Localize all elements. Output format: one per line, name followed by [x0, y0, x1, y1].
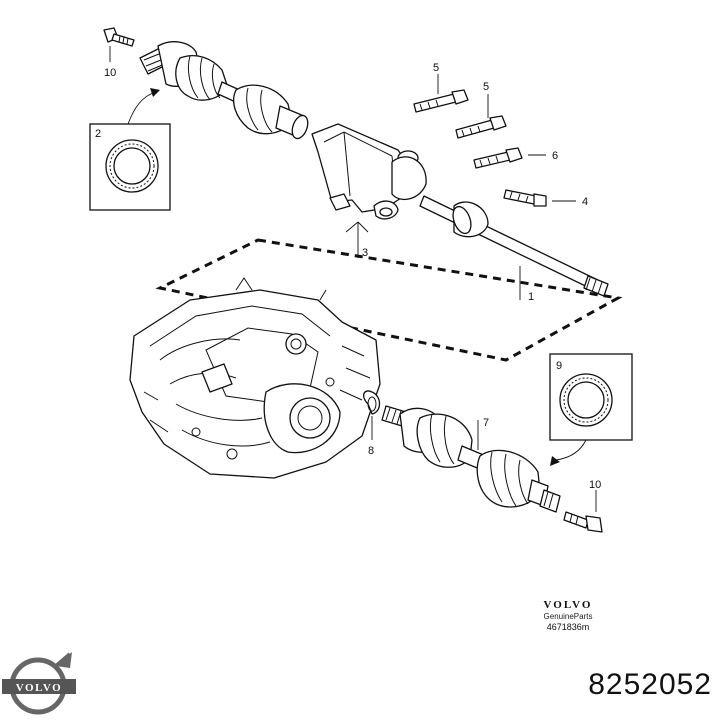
upper-drive-shaft — [139, 41, 309, 140]
callout-9: 9 — [556, 360, 562, 372]
callout-2: 2 — [95, 128, 101, 140]
callout-7: 7 — [483, 417, 489, 429]
callout-3: 3 — [362, 247, 368, 259]
bolts-5-6-4 — [413, 89, 547, 207]
genuine-parts-text: GenuineParts — [543, 612, 593, 621]
callout-5a: 5 — [433, 62, 439, 74]
circlip-8 — [362, 390, 381, 415]
catalog-code: 4671836m — [546, 622, 590, 632]
callout-1: 1 — [528, 291, 534, 303]
inset-box-9 — [549, 353, 633, 441]
volvo-genuine-parts-stamp: VOLVO GenuineParts 4671836m — [528, 599, 608, 632]
inset-box-2 — [89, 123, 171, 211]
bolt-10-top — [103, 27, 135, 47]
callout-10-top: 10 — [104, 67, 116, 79]
dashed-engagement-outline — [155, 238, 623, 362]
bolt-10-bottom — [563, 511, 603, 533]
callout-8: 8 — [368, 445, 374, 457]
callout-4: 4 — [582, 196, 588, 208]
callout-10-bottom: 10 — [589, 479, 601, 491]
callout-5b: 5 — [483, 81, 489, 93]
lower-drive-shaft-7 — [381, 405, 561, 513]
part-number: 8252052 — [588, 668, 712, 701]
svg-text:VOLVO: VOLVO — [16, 682, 62, 694]
intermediate-shaft-1 — [419, 195, 609, 297]
volvo-logo: VOLVO — [2, 652, 76, 715]
support-bracket-3 — [311, 123, 427, 220]
transmission-housing — [129, 277, 381, 479]
callout-6: 6 — [552, 150, 558, 162]
brand-wordmark: VOLVO — [543, 599, 593, 611]
